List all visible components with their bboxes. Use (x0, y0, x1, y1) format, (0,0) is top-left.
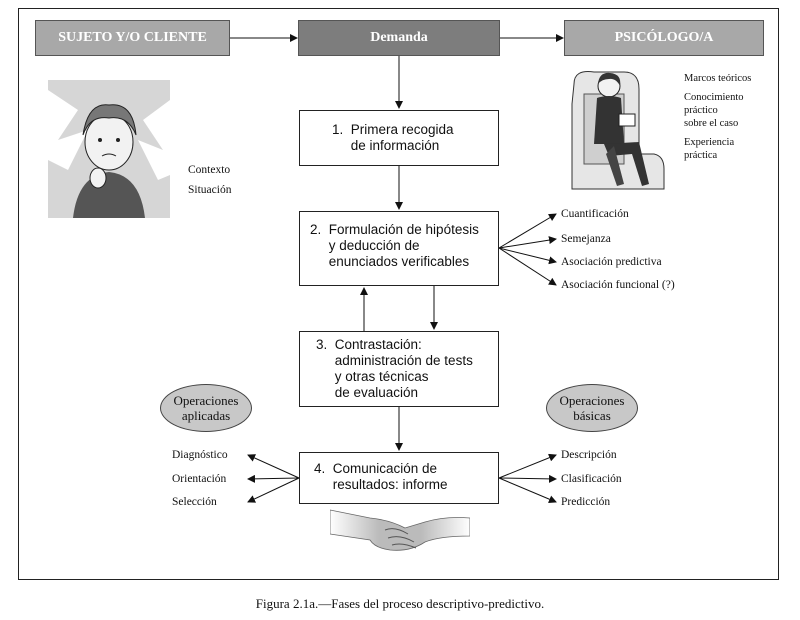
step4-box: 4. Comunicación de resultados: informe (299, 452, 499, 504)
applied-item-seleccion: Selección (172, 496, 217, 508)
output-asociacion-predictiva: Asociación predictiva (561, 256, 662, 268)
arrow-to-descripcion (498, 453, 557, 479)
step1-box: 1. Primera recogida de información (299, 110, 499, 166)
knowledge-label: Conocimiento práctico sobre el caso (684, 92, 744, 129)
basic-ops-ellipse: Operaciones básicas (546, 384, 638, 432)
figure-frame (18, 8, 779, 580)
applied-item-orientacion: Orientación (172, 473, 227, 485)
situation-label: Situación (188, 184, 232, 196)
arrow-to-semejanza (498, 236, 557, 249)
arrow-to-asociacion-predictiva (498, 247, 557, 265)
arrow-to-orientacion (247, 474, 300, 483)
arrow-to-prediccion (498, 477, 557, 503)
step2-box: 2. Formulación de hipótesis y deducción … (299, 211, 499, 286)
arrow-to-diagnostico (247, 454, 300, 479)
basic-item-descripcion: Descripción (561, 449, 617, 461)
applied-ops-ellipse: Operaciones aplicadas (160, 384, 252, 432)
arrow-to-cuantificacion (498, 213, 557, 249)
basic-item-clasificacion: Clasificación (561, 473, 622, 485)
figure-caption: Figura 2.1a.—Fases del proceso descripti… (255, 596, 545, 611)
theory-label: Marcos teóricos (684, 73, 752, 84)
handshake-illustration (330, 509, 470, 551)
experience-label: Experiencia práctica (684, 137, 735, 161)
psychologist-illustration (571, 71, 665, 190)
demand-header: Demanda (298, 20, 500, 56)
arrow-to-seleccion (247, 477, 300, 503)
basic-item-prediccion: Predicción (561, 496, 611, 508)
psychologist-header: PSICÓLOGO/A (564, 20, 764, 56)
step3-box: 3. Contrastación: administración de test… (299, 331, 499, 407)
arrow-to-clasificacion (498, 474, 557, 483)
output-semejanza: Semejanza (561, 233, 611, 245)
client-header: SUJETO Y/O CLIENTE (35, 20, 230, 56)
context-label: Contexto (188, 164, 231, 176)
applied-item-diagnostico: Diagnóstico (172, 449, 228, 461)
output-asociacion-funcional: Asociación funcional (?) (561, 279, 675, 291)
client-illustration (48, 80, 170, 218)
arrow-to-asociacion-funcional (498, 247, 557, 286)
output-cuantificacion: Cuantificación (561, 208, 629, 220)
